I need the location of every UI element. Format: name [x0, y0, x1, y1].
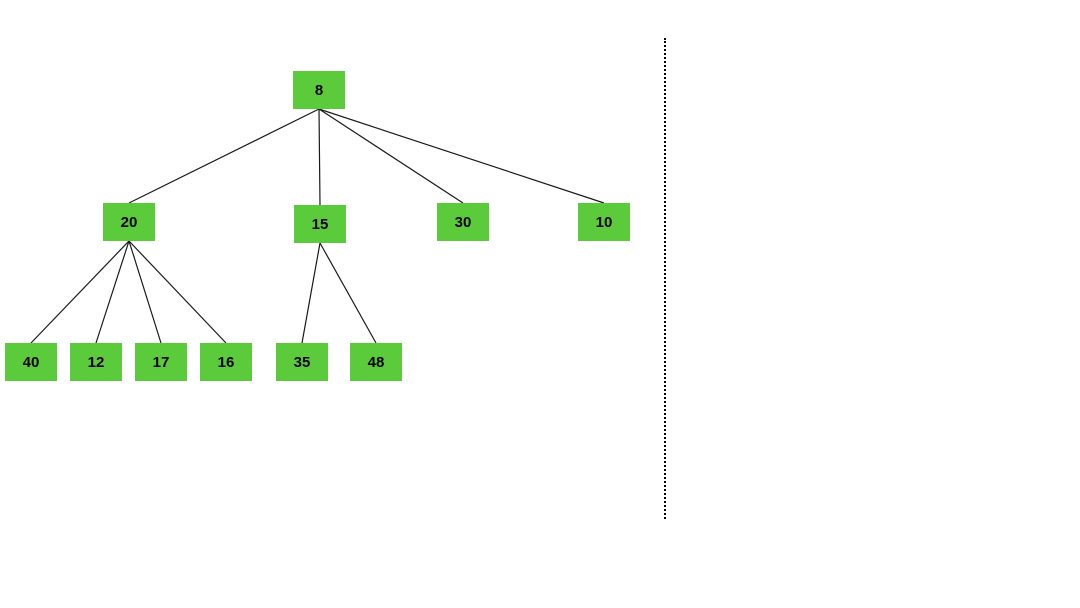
tree-edge-8-20 [128, 108, 320, 204]
tree-node-48: 48 [350, 343, 402, 381]
dotted-divider-line [664, 38, 666, 519]
tree-edge-15-48 [319, 242, 377, 344]
tree-node-35: 35 [276, 343, 328, 381]
tree-node-20: 20 [103, 203, 155, 241]
tree-edge-8-15 [318, 108, 321, 206]
tree-edge-15-35 [301, 242, 321, 344]
tree-edge-20-40 [30, 240, 130, 344]
tree-edge-20-16 [128, 240, 227, 344]
tree-edge-8-30 [318, 108, 464, 204]
tree-node-40: 40 [5, 343, 57, 381]
tree-node-17: 17 [135, 343, 187, 381]
tree-node-10: 10 [578, 203, 630, 241]
tree-node-12: 12 [70, 343, 122, 381]
tree-edge-20-12 [95, 240, 130, 344]
tree-node-16: 16 [200, 343, 252, 381]
tree-node-8: 8 [293, 71, 345, 109]
tree-node-30: 30 [437, 203, 489, 241]
tree-edge-8-10 [318, 108, 605, 204]
tree-edge-20-17 [128, 240, 162, 344]
tree-node-15: 15 [294, 205, 346, 243]
